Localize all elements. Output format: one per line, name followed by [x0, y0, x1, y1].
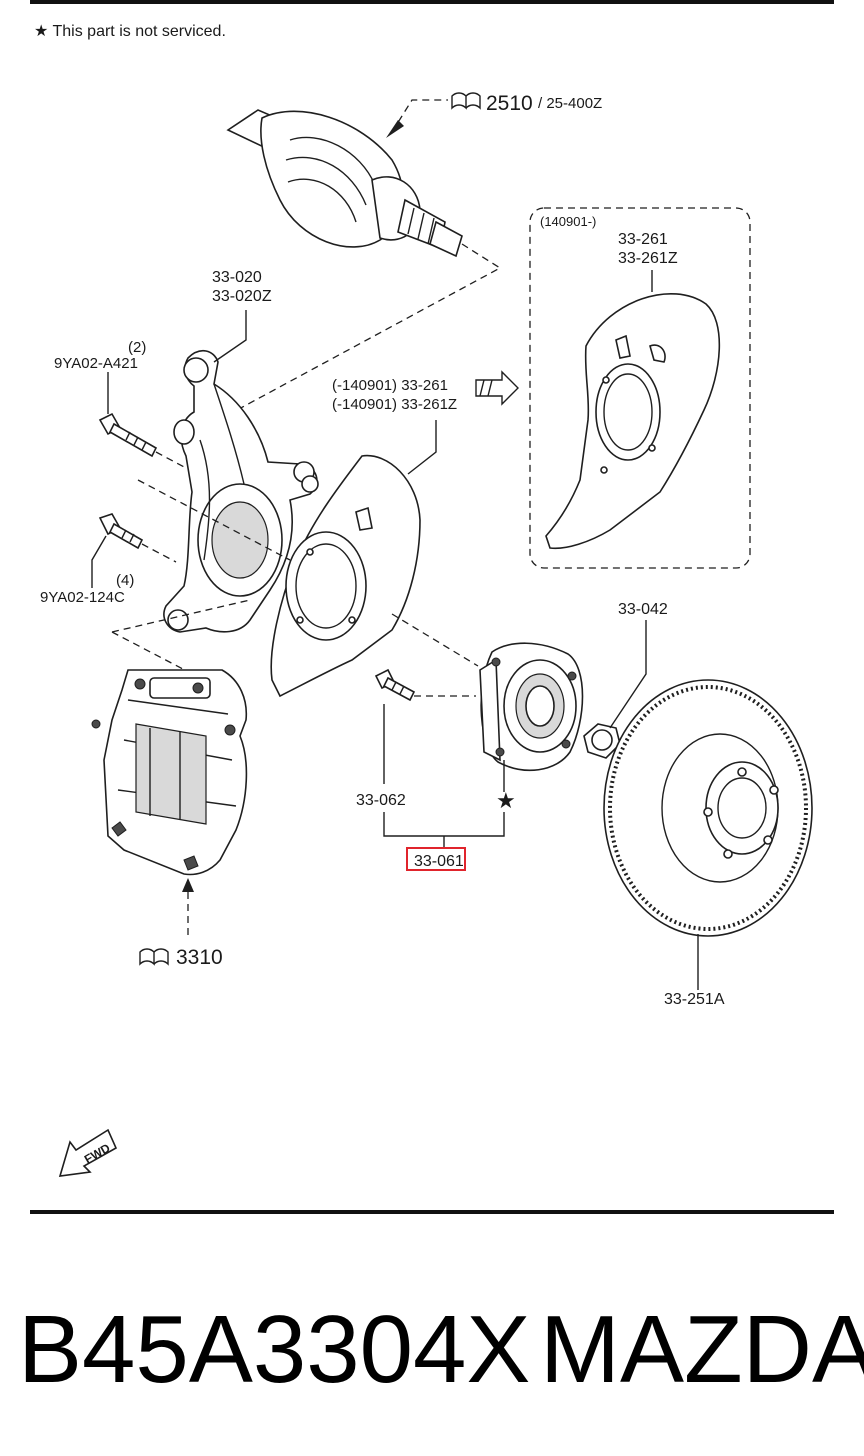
nut-label: 33-042	[618, 601, 668, 618]
brake-rotor[interactable]	[603, 679, 813, 937]
lower-bolt-qty: (4)	[116, 572, 134, 589]
hub-bolt-label: 33-062	[356, 792, 406, 809]
shield-old-label-a: (-140901) 33-261	[332, 377, 448, 394]
arrow-right-icon	[475, 370, 519, 406]
upper-bolt-dash	[155, 451, 187, 469]
knuckle-dash-lines	[111, 479, 291, 633]
hub-bolt[interactable]	[374, 668, 416, 702]
lower-bolt-label: 9YA02-124C	[40, 589, 125, 606]
drive-shaft[interactable]	[226, 109, 463, 258]
part-number: B45A3304X	[18, 1296, 531, 1403]
steering-knuckle[interactable]	[163, 350, 319, 633]
driveshaft-ref-sub-label: / 25-400Z	[538, 95, 602, 112]
book-icon	[139, 948, 169, 966]
book-icon	[451, 92, 481, 110]
brake-caliper[interactable]	[91, 669, 248, 876]
knuckle-label-b: 33-020Z	[212, 288, 272, 305]
driveshaft-ref-label: 2510	[486, 92, 533, 115]
lower-bolt[interactable]	[98, 513, 144, 550]
brand-name: MAZDA	[540, 1296, 864, 1403]
upper-bolt-qty: (2)	[128, 339, 146, 356]
lower-bolt-leader	[91, 535, 107, 588]
hub-assembly-highlight[interactable]	[406, 847, 466, 871]
knuckle-leader	[213, 310, 247, 363]
caliper-arrow	[182, 878, 194, 892]
shield-old-label-b: (-140901) 33-261Z	[332, 396, 457, 413]
shield-new-label-a: 33-261	[618, 231, 668, 248]
upper-bolt[interactable]	[98, 412, 158, 458]
dust-shield-new[interactable]	[545, 293, 721, 550]
lower-bolt-dash	[141, 543, 177, 563]
footer: B45A3304X MAZDA	[0, 1290, 864, 1410]
shield-new-label-b: 33-261Z	[618, 250, 678, 267]
bottom-rule	[30, 1210, 834, 1214]
parts-diagram: ★ This part is not serviced. 2510 / 25-4…	[34, 23, 813, 1177]
knuckle-label-a: 33-020	[212, 269, 262, 286]
wheel-hub[interactable]	[479, 642, 584, 772]
shield-new-date: (140901-)	[540, 214, 596, 229]
shield-to-hub-dash	[391, 613, 479, 667]
dust-shield-old[interactable]	[270, 454, 421, 698]
new-shield-box	[529, 207, 751, 569]
rotor-label: 33-251A	[664, 991, 725, 1008]
caliper-ref-label: 3310	[176, 946, 223, 969]
top-rule	[30, 0, 834, 4]
driveshaft-to-knuckle-dash	[199, 243, 502, 431]
driveshaft-arrow	[386, 120, 404, 138]
fwd-arrow-icon: FWD	[58, 1128, 118, 1177]
hub-assembly-label: 33-061	[414, 853, 464, 870]
hub-star: ★	[496, 788, 516, 813]
upper-bolt-label: 9YA02-A421	[54, 355, 138, 372]
shield-old-leader	[407, 420, 437, 475]
not-serviced-note: ★ This part is not serviced.	[34, 23, 226, 40]
hub-bracket	[383, 812, 505, 837]
nut-leader	[609, 620, 647, 729]
